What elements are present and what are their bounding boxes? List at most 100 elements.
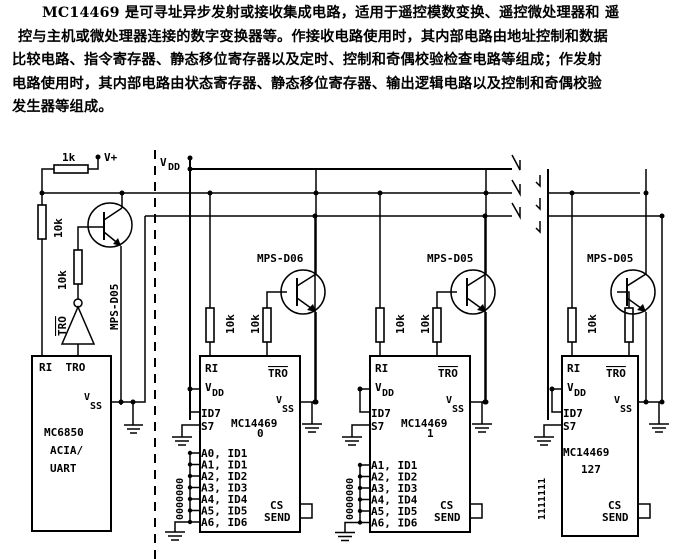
device-address: 0	[257, 427, 264, 440]
resistor-1k	[53, 164, 89, 174]
ground-icon	[335, 531, 355, 542]
resistor-10k-base-label: 10k	[56, 270, 69, 290]
transistor-label: MPS-D05	[108, 284, 121, 330]
transistor-icon	[450, 269, 496, 315]
vdd-label: V	[160, 156, 167, 169]
bus-break-icon	[535, 175, 541, 234]
pin-ri: RI	[205, 362, 218, 375]
resistor-label: 10k	[394, 314, 407, 334]
description-line: MC14469 是可寻址异步发射或接收集成电路，适用于遥控模数变换、遥控微处理器…	[42, 5, 620, 21]
resistor-10k-tro	[432, 307, 442, 343]
pin-vss: V	[276, 395, 282, 406]
host-chip-name: MC6850	[44, 426, 84, 439]
bus-lines	[40, 154, 662, 420]
description-line: 发生器等组成。	[12, 99, 113, 115]
ground-icon	[472, 423, 492, 433]
resistor-10k-host-left	[37, 204, 47, 240]
resistor-10k-ri	[375, 307, 385, 343]
vplus-label: V+	[104, 151, 118, 164]
address-pin: A3, ID3	[201, 482, 247, 495]
bus-break-icon	[511, 154, 521, 220]
part-number: MC14469	[231, 417, 277, 430]
pin-vss: V	[446, 395, 452, 406]
pin-tro: TRO	[268, 367, 288, 380]
transistor-mps-d05	[87, 202, 133, 248]
address-pin: A4, ID4	[371, 494, 418, 507]
resistor-label: 10k	[249, 314, 262, 334]
address-pin: A3, ID3	[371, 482, 417, 495]
address-bits-label: 1111111	[537, 478, 548, 520]
pin-id7: ID7	[371, 407, 391, 420]
host-section: 1k V+ 10k 10k MPS-D05 TRO RI TRO V SS MC…	[31, 151, 146, 532]
address-pin: A0, ID1	[201, 447, 248, 460]
ground-icon	[172, 436, 192, 446]
pin-send: SEND	[602, 511, 629, 524]
ground-icon	[165, 531, 185, 541]
resistor-label: 10k	[419, 314, 432, 334]
device-address: 1	[427, 427, 434, 440]
pin-ri: RI	[375, 362, 388, 375]
cs-send-loop	[470, 503, 483, 519]
pin-id7: ID7	[563, 407, 583, 420]
address-pin: A5, ID5	[371, 505, 417, 518]
address-pin: A1, ID1	[371, 459, 418, 472]
pin-ri: RI	[567, 362, 580, 375]
pin-tro: TRO	[606, 367, 626, 380]
ground-icon	[534, 436, 554, 446]
pin-vdd: V	[375, 381, 382, 394]
address-bits-label: 0000000	[345, 478, 356, 520]
pin-tro: TRO	[438, 367, 458, 380]
cs-send-loop	[300, 503, 313, 519]
trd-label: TRO	[56, 316, 69, 336]
pin-vdd-sub: DD	[574, 388, 586, 399]
host-vss-label-sub: SS	[90, 401, 102, 412]
pin-cs: CS	[608, 499, 621, 512]
pin-vss-sub: SS	[282, 404, 294, 415]
transistor-icon	[610, 269, 656, 315]
pin-s7: S7	[201, 420, 214, 433]
pin-cs: CS	[270, 499, 283, 512]
ground-icon	[342, 436, 362, 446]
host-vss-label: V	[84, 392, 90, 403]
resistor-10k-host-base	[73, 249, 83, 285]
ground-icon	[302, 423, 322, 433]
address-pin: A2, ID2	[371, 471, 417, 484]
pin-s7: S7	[563, 420, 576, 433]
resistor-label: 10k	[224, 314, 237, 334]
device-address: 127	[581, 463, 601, 476]
resistor-10k-label: 10k	[52, 218, 65, 238]
ground-icon	[649, 423, 669, 433]
transistor-label: MPS-D05	[427, 252, 473, 265]
transistor-icon	[280, 269, 326, 315]
pin-cs: CS	[440, 499, 453, 512]
host-chip-pins: RI TRO	[39, 361, 86, 374]
description-paragraph: MC14469 是可寻址异步发射或接收集成电路，适用于遥控模数变换、遥控微处理器…	[0, 2, 690, 120]
pin-vdd-sub: DD	[382, 388, 394, 399]
cs-send-loop	[638, 503, 651, 519]
host-chip-name: UART	[50, 462, 77, 475]
transistor-label: MPS-D06	[257, 252, 304, 265]
resistor-1k-label: 1k	[62, 151, 76, 164]
pin-vdd: V	[205, 381, 212, 394]
resistor-10k-ri	[567, 307, 577, 343]
pin-s7: S7	[371, 420, 384, 433]
description-line: 控与主机或微处理器连接的数字变换器等。作接收电路使用时，其内部电路由地址控制和数…	[18, 28, 608, 45]
address-pin: A1, ID1	[201, 459, 248, 472]
mc6850-chip	[31, 355, 112, 532]
pin-send: SEND	[434, 511, 461, 524]
part-number: MC14469	[401, 417, 447, 430]
part-number: MC14469	[563, 446, 609, 459]
address-pin: A6, ID6	[371, 517, 418, 530]
address-bits-label: 0000000	[175, 478, 186, 520]
address-pin: A5, ID5	[201, 505, 247, 518]
ground-icon	[124, 424, 143, 434]
address-pin: A2, ID2	[201, 470, 247, 483]
pin-vss: V	[614, 395, 620, 406]
description-line: 比较电路、指令寄存器、静态移位寄存器以及定时、控制和奇偶校验检查电路等组成；作发…	[12, 52, 602, 68]
mc14469-chip	[369, 355, 471, 533]
